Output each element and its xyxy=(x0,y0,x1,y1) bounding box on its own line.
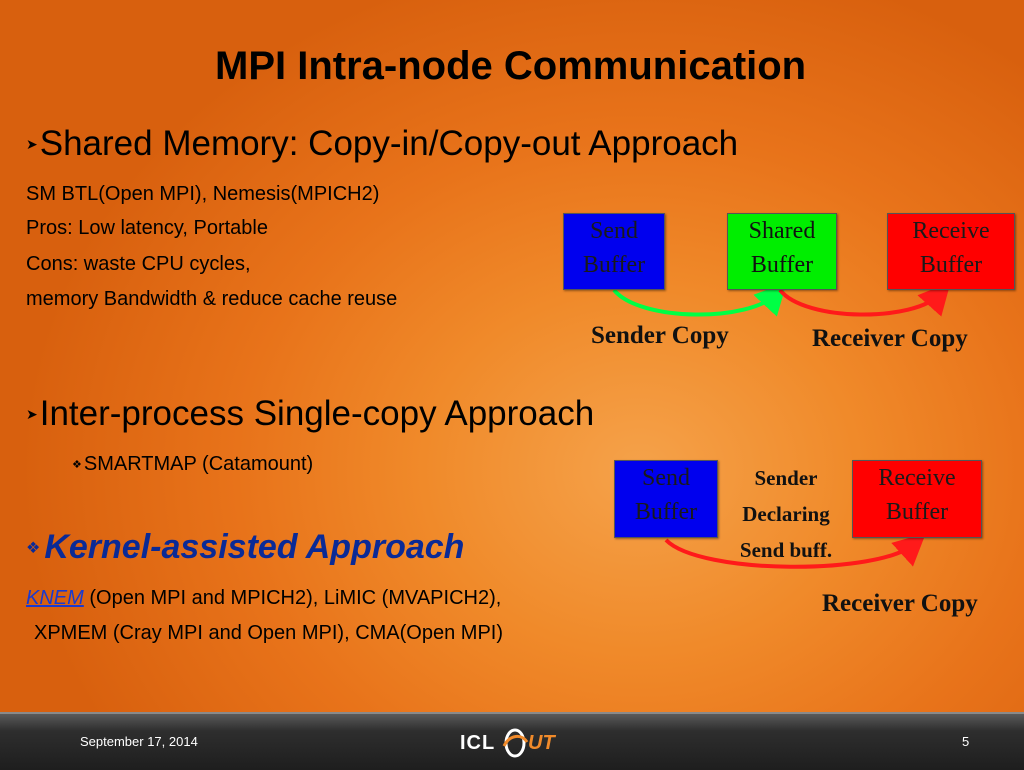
box-label: Buffer xyxy=(634,499,698,525)
receiver-copy-arrow-2 xyxy=(664,533,926,569)
section-kernel-assisted: ❖Kernel-assisted Approach xyxy=(26,528,464,567)
receive-buffer-box: Receive Buffer xyxy=(887,213,1015,290)
label-line: Declaring xyxy=(742,502,830,526)
sender-copy-arrow xyxy=(612,282,787,317)
section-heading: Inter-process Single-copy Approach xyxy=(39,394,595,433)
box-label: Buffer xyxy=(582,252,646,278)
box-label: Buffer xyxy=(885,499,949,525)
box-label: Send xyxy=(642,465,690,491)
slide: MPI Intra-node Communication ➤Shared Mem… xyxy=(26,44,1015,644)
box-label: Buffer xyxy=(750,252,814,278)
text-line: Pros: Low latency, Portable xyxy=(26,217,268,239)
section-shared-memory: ➤Shared Memory: Copy-in/Copy-out Approac… xyxy=(26,124,738,164)
logo-text-ut: UT xyxy=(528,732,555,754)
sender-declaring-label: Sender Declaring Send buff. xyxy=(728,460,844,568)
logo-swirl-icon xyxy=(502,728,529,758)
arrowhead-bullet-icon: ➤ xyxy=(26,135,38,152)
section-single-copy: ➤Inter-process Single-copy Approach xyxy=(26,394,594,434)
text-line: Cons: waste CPU cycles, xyxy=(26,253,251,275)
text-line: XPMEM (Cray MPI and Open MPI), CMA(Open … xyxy=(34,622,503,644)
slide-title: MPI Intra-node Communication xyxy=(215,44,807,88)
box-label: Shared xyxy=(748,218,816,244)
text-line-rest: (Open MPI and MPICH2), LiMIC (MVAPICH2), xyxy=(83,587,502,609)
icl-ut-logo-icon: ICL UT xyxy=(458,722,568,762)
shared-buffer-box: Shared Buffer xyxy=(727,213,837,290)
knem-link[interactable]: KNEM xyxy=(26,587,84,609)
box-label: Send xyxy=(590,218,638,244)
arrowhead-bullet-icon: ➤ xyxy=(26,405,38,422)
receive-buffer-box: Receive Buffer xyxy=(852,460,982,538)
label-line: Sender xyxy=(754,466,818,490)
receiver-copy-label: Receiver Copy xyxy=(822,590,978,617)
diamond-bullet-icon: ❖ xyxy=(26,539,41,557)
box-label: Receive xyxy=(912,218,990,244)
footer-bar: September 17, 2014 ICL UT 5 xyxy=(0,712,1024,770)
diagram-arrows xyxy=(612,282,951,569)
sub-bullet: ❖SMARTMAP (Catamount) xyxy=(72,453,313,476)
page-number: 5 xyxy=(962,734,970,749)
receiver-copy-arrow xyxy=(778,282,951,317)
logo-text-icl: ICL xyxy=(460,732,496,754)
send-buffer-box: Send Buffer xyxy=(563,213,665,290)
send-buffer-box: Send Buffer xyxy=(614,460,718,538)
text-line: KNEM (Open MPI and MPICH2), LiMIC (MVAPI… xyxy=(26,587,501,610)
section-heading: Kernel-assisted Approach xyxy=(44,528,465,566)
text-line: SM BTL(Open MPI), Nemesis(MPICH2) xyxy=(26,183,380,205)
footer-date: September 17, 2014 xyxy=(80,734,198,749)
sender-copy-label: Sender Copy xyxy=(591,322,729,349)
box-label: Buffer xyxy=(919,252,983,278)
receiver-copy-label: Receiver Copy xyxy=(812,325,968,352)
text-line: memory Bandwidth & reduce cache reuse xyxy=(26,288,398,310)
diamond-bullet-icon: ❖ xyxy=(72,459,82,472)
box-label: Receive xyxy=(878,465,956,491)
sub-bullet-text: SMARTMAP (Catamount) xyxy=(83,453,314,475)
section-heading: Shared Memory: Copy-in/Copy-out Approach xyxy=(39,124,739,163)
label-line: Send buff. xyxy=(739,538,833,562)
